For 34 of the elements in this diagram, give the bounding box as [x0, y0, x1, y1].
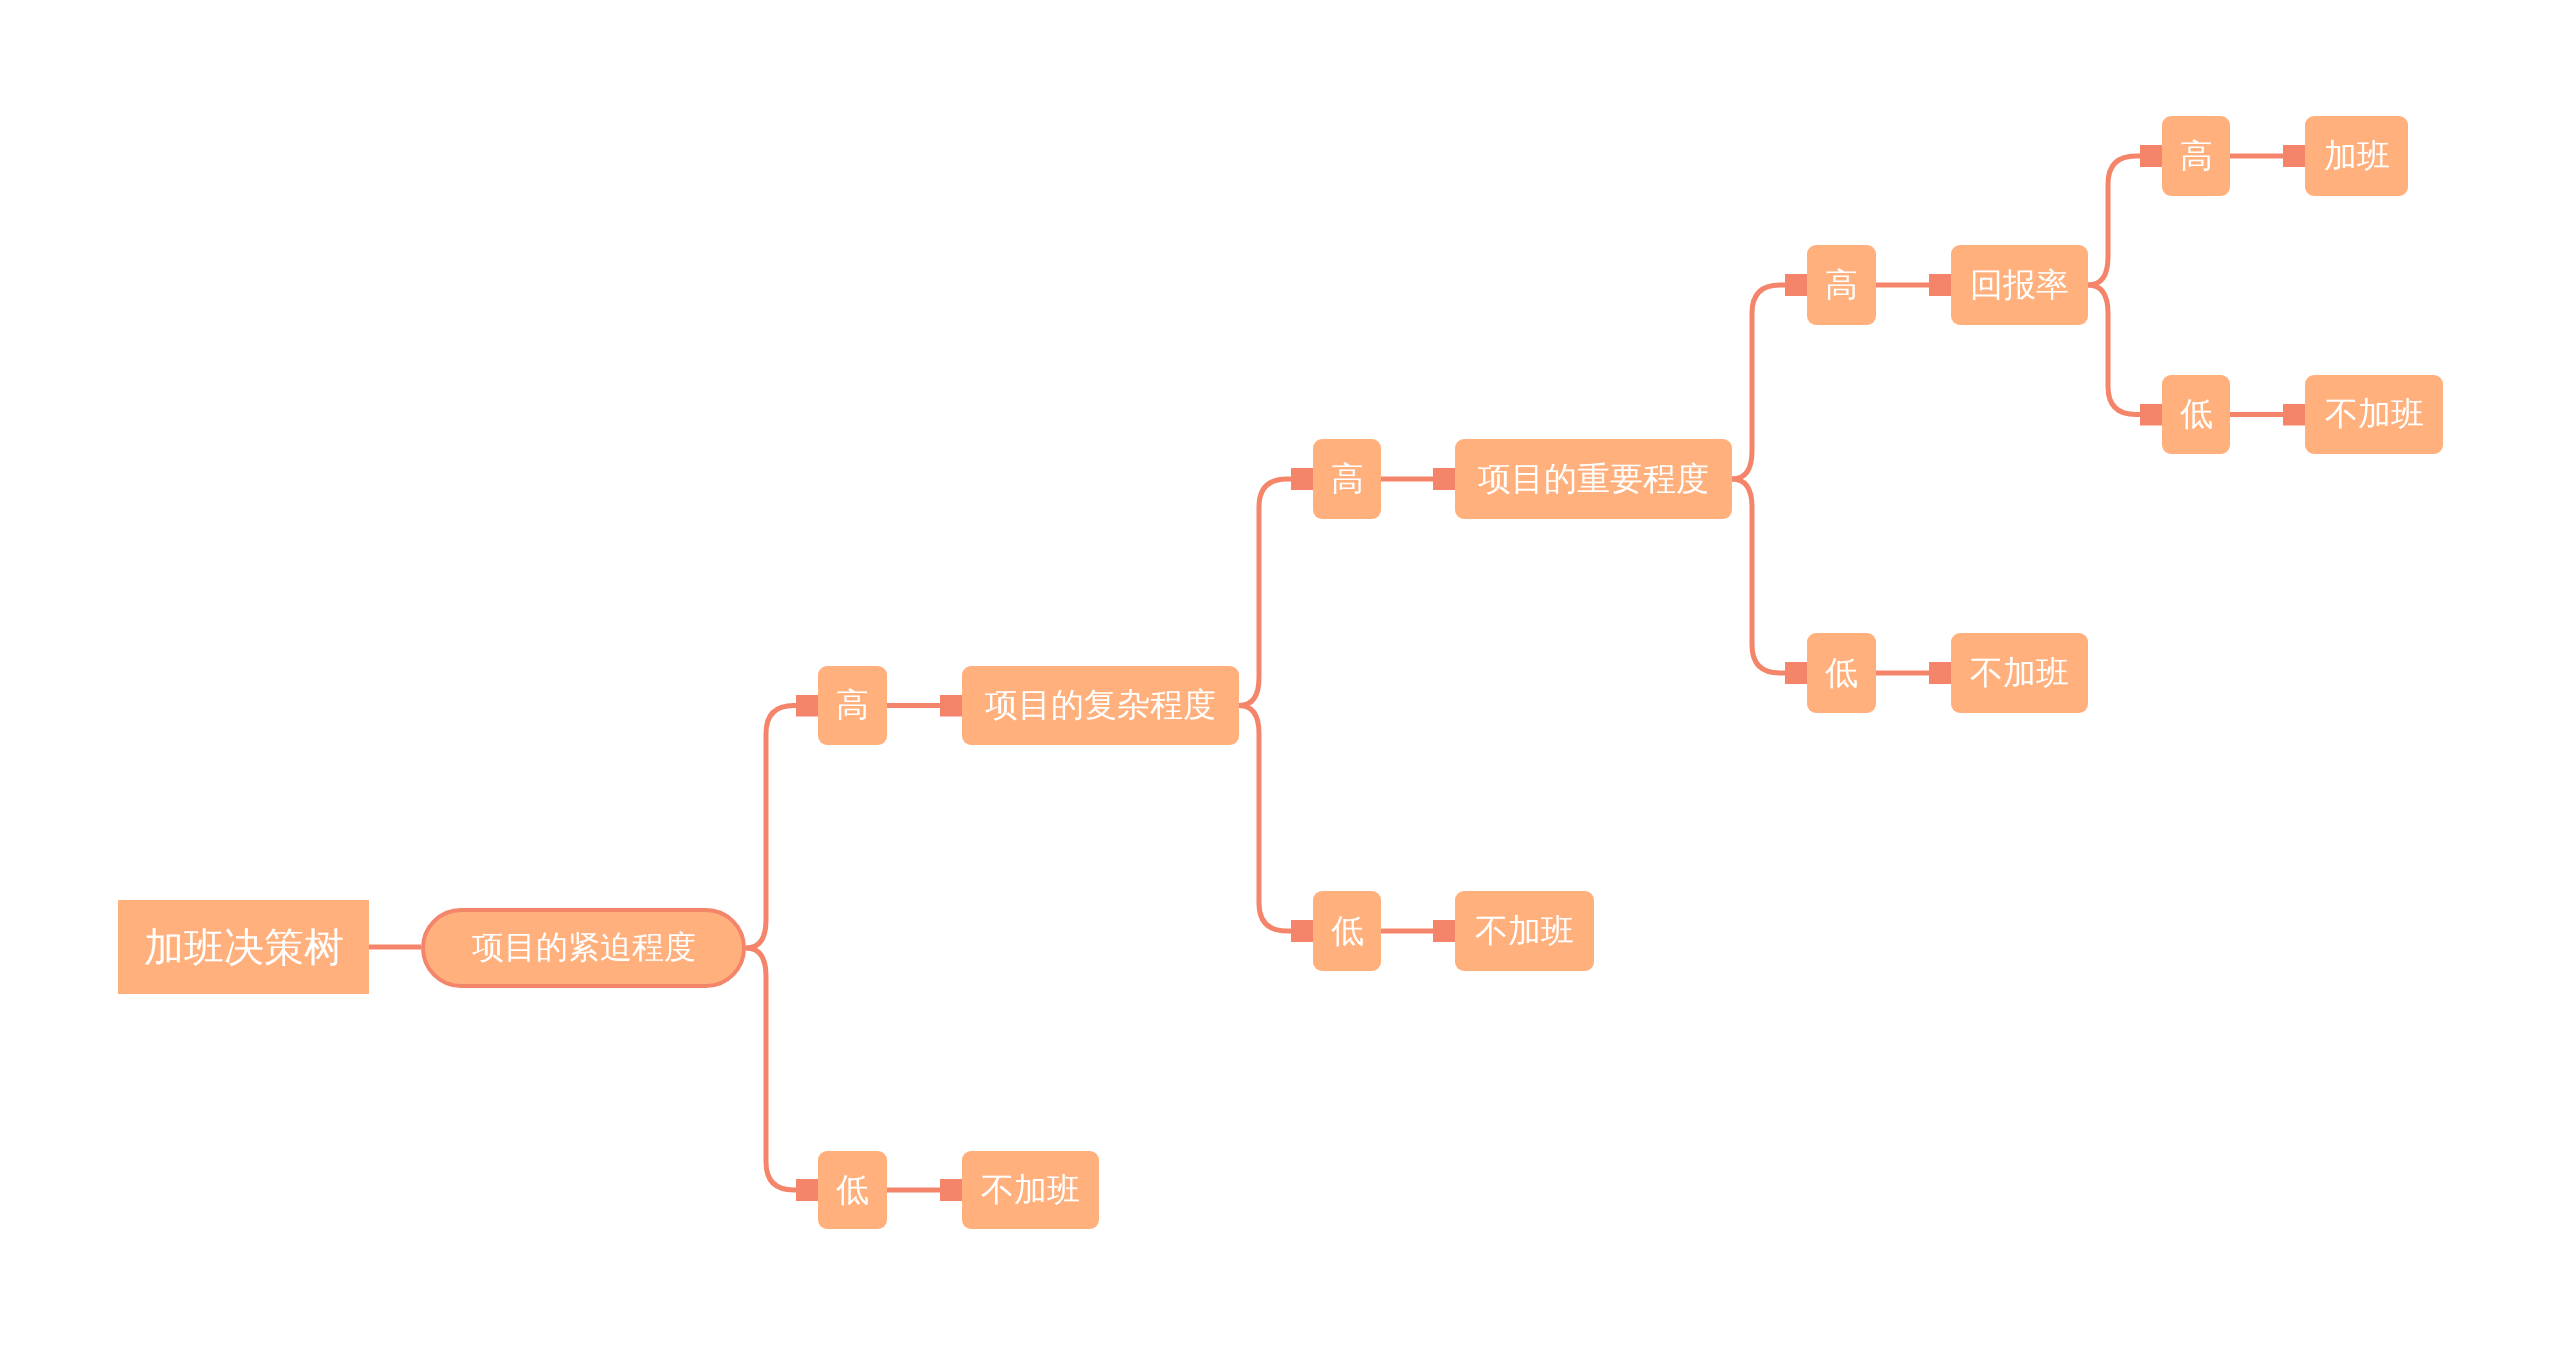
- connector: [1731, 476, 1807, 684]
- connector: [2087, 145, 2162, 288]
- branch-box: 低: [1313, 891, 1381, 971]
- branch-box: 不加班: [1951, 633, 2088, 713]
- connector: [2230, 145, 2305, 167]
- connector: [369, 944, 421, 950]
- branch-box: 项目的复杂程度: [962, 666, 1239, 745]
- branch-box: 不加班: [2305, 375, 2443, 454]
- connector: [1731, 274, 1807, 482]
- branch-box: 高: [2162, 116, 2230, 196]
- connector: [887, 1179, 962, 1201]
- branch-box: 不加班: [962, 1151, 1099, 1229]
- connector: [745, 694, 818, 951]
- branch-box: 高: [1807, 245, 1876, 325]
- branch-box: 高: [1313, 439, 1381, 519]
- connector: [2230, 403, 2305, 426]
- connector: [887, 694, 962, 717]
- connector: [1876, 274, 1951, 296]
- connector: [2087, 282, 2162, 426]
- root-box: 加班决策树: [118, 900, 369, 994]
- branch-box: 低: [818, 1151, 887, 1229]
- branch-box: 项目的重要程度: [1455, 439, 1732, 519]
- branch-box: 低: [1807, 633, 1876, 713]
- connector: [1381, 468, 1455, 490]
- branch-box: 回报率: [1951, 245, 2088, 325]
- branch-box: 高: [818, 666, 887, 745]
- connector: [1238, 703, 1313, 942]
- branch-box: 加班: [2305, 116, 2408, 196]
- connector: [1381, 920, 1455, 942]
- connector: [745, 945, 818, 1201]
- topic-pill: 项目的紧迫程度: [421, 908, 746, 988]
- connector: [1876, 662, 1951, 684]
- branch-box: 低: [2162, 375, 2230, 454]
- branch-box: 不加班: [1455, 891, 1594, 971]
